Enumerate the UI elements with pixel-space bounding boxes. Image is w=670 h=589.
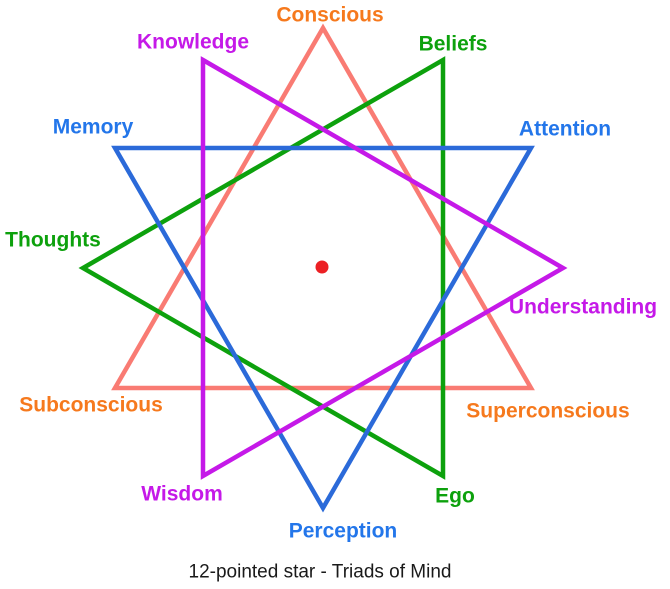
label-knowledge: Knowledge: [136, 30, 250, 54]
diagram-title: 12-pointed star - Triads of Mind: [188, 561, 452, 583]
label-memory: Memory: [52, 115, 134, 139]
label-understanding: Understanding: [508, 295, 658, 319]
triangle-knowledge-triad: [200, 56, 568, 480]
label-thoughts: Thoughts: [5, 228, 101, 252]
triangle-beliefs-triad: [78, 56, 446, 480]
label-conscious: Conscious: [276, 3, 384, 27]
triangle-attention-triad: [111, 145, 535, 513]
label-beliefs: Beliefs: [418, 32, 488, 56]
center-dot: [315, 260, 329, 274]
triangle-conscious-triad: [111, 23, 535, 391]
label-wisdom: Wisdom: [141, 482, 223, 506]
label-subconscious: Subconscious: [19, 393, 163, 417]
label-ego: Ego: [435, 484, 475, 508]
label-superconscious: Superconscious: [466, 399, 630, 423]
label-perception: Perception: [288, 519, 398, 543]
label-attention: Attention: [518, 117, 612, 141]
